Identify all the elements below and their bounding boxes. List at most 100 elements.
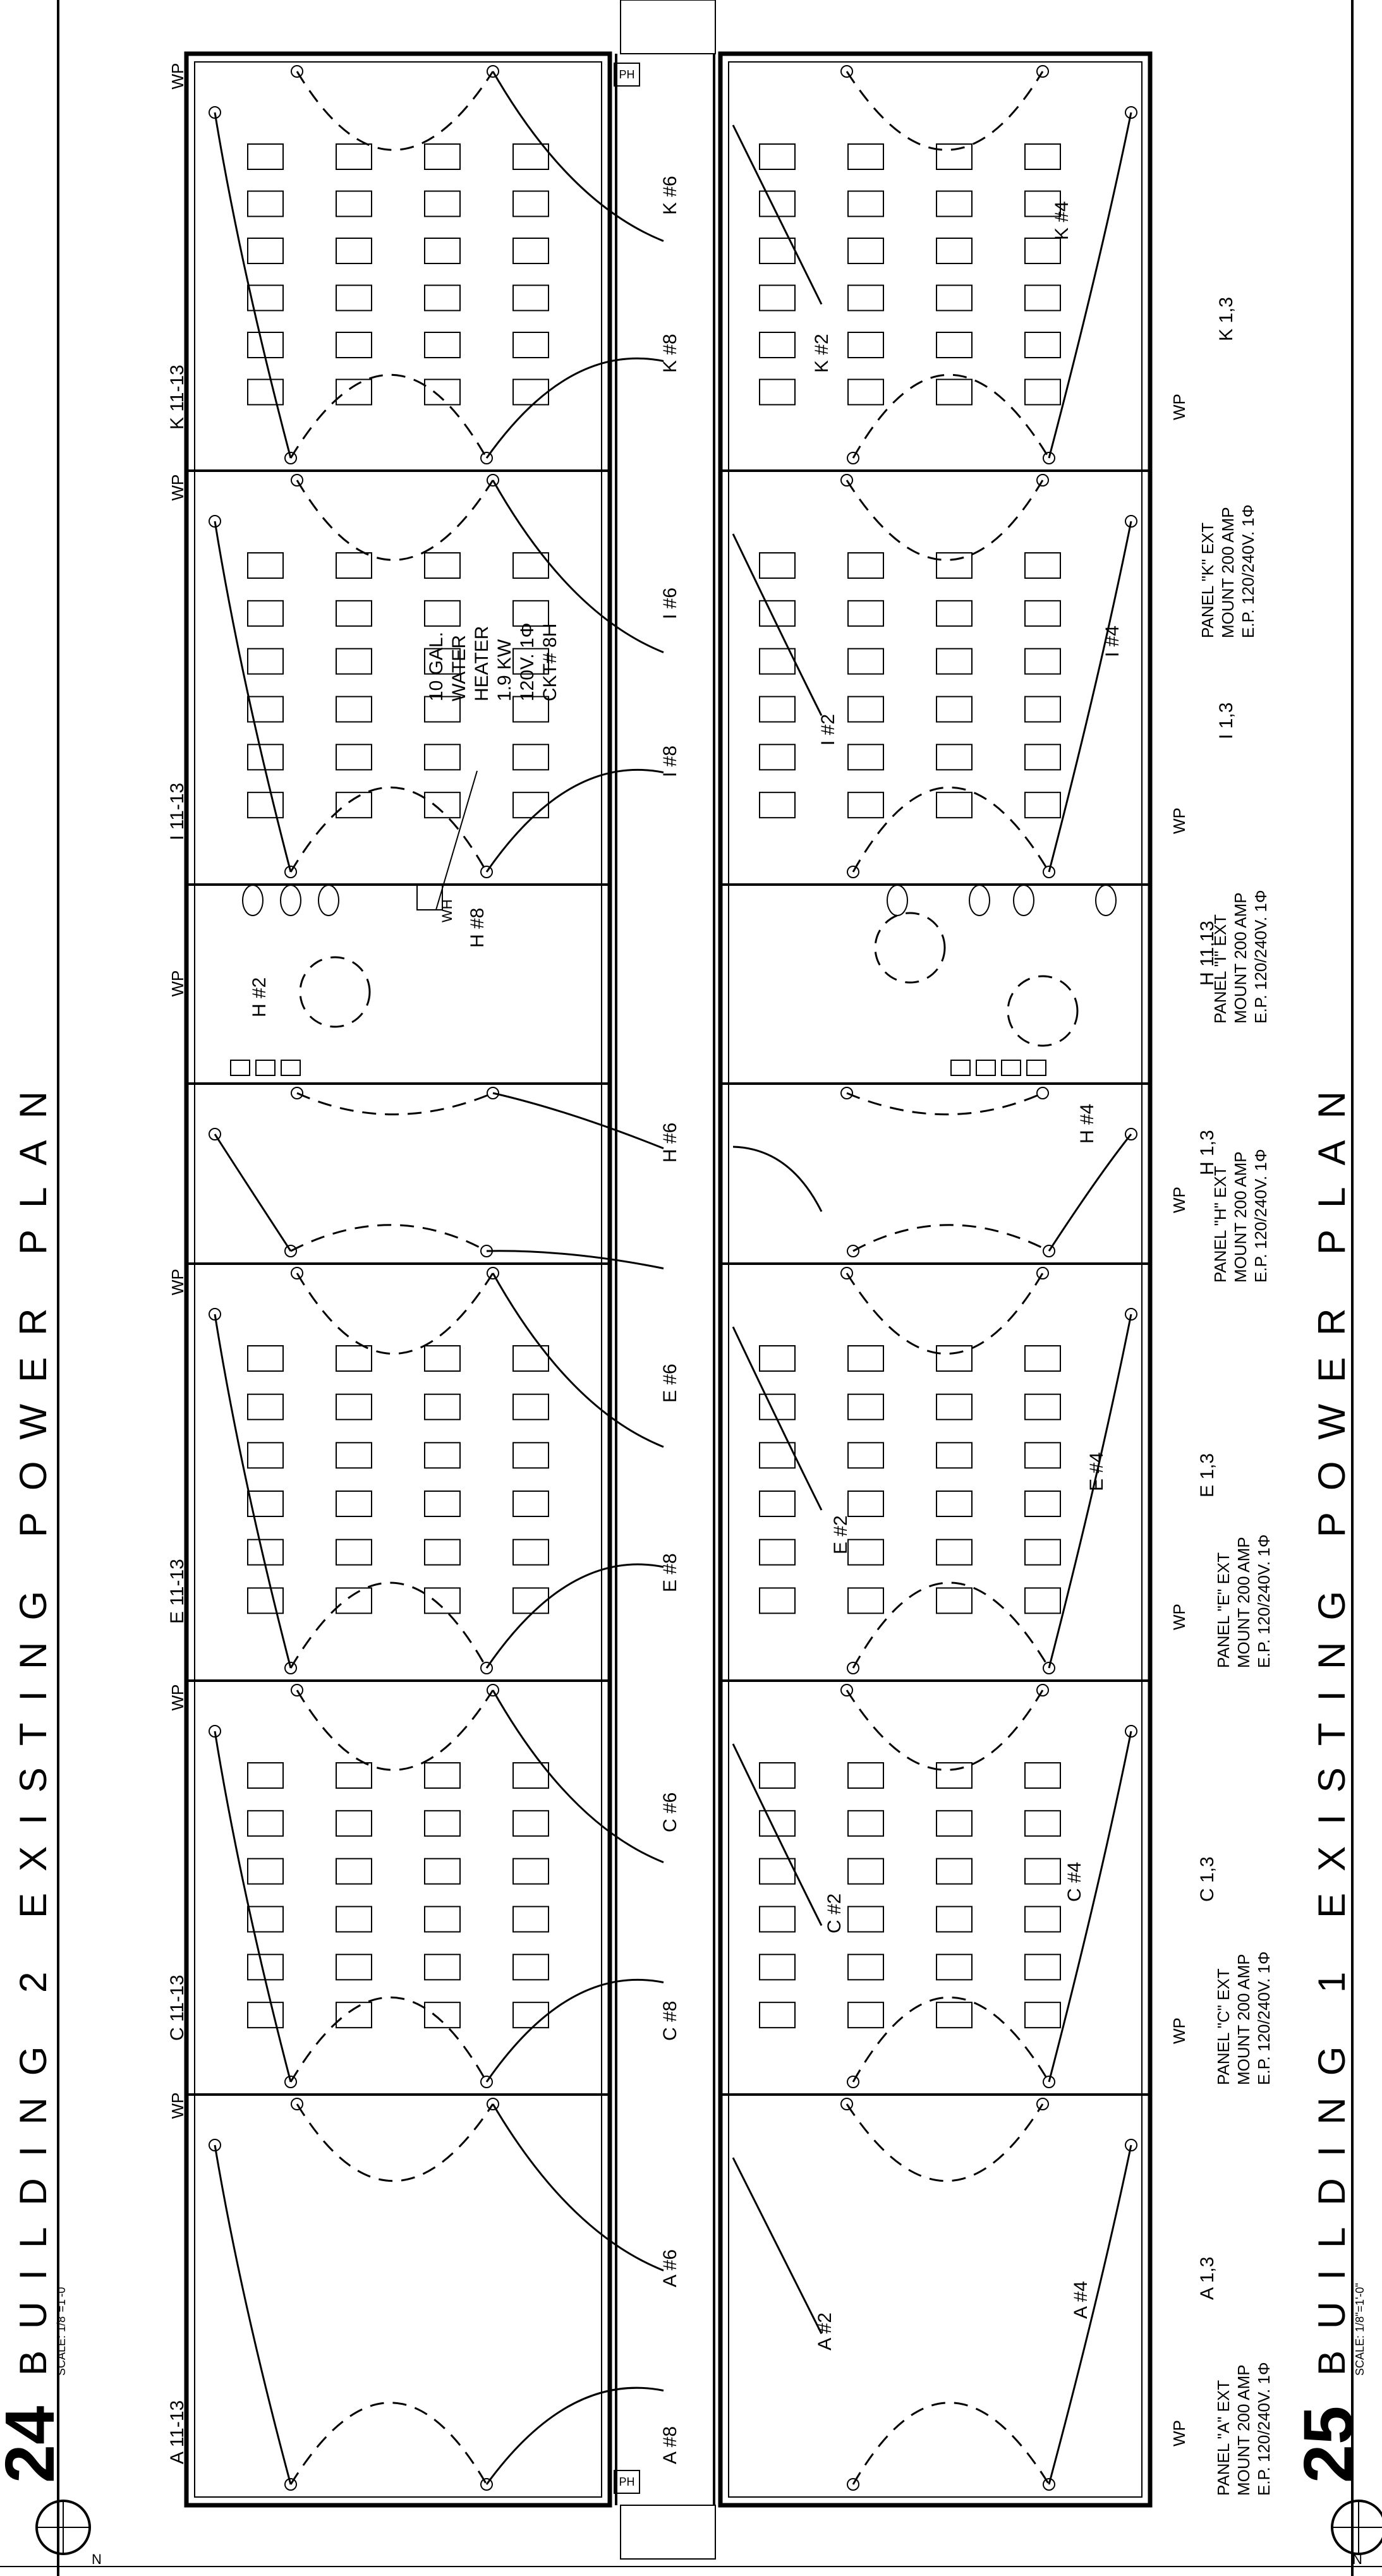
desk bbox=[1024, 2002, 1061, 2029]
toilet-symbol bbox=[969, 885, 990, 916]
circuit-dash-b2 bbox=[296, 2103, 494, 2182]
desk bbox=[759, 143, 796, 170]
wh-note-line-1: 10 GAL. bbox=[426, 632, 447, 701]
desk bbox=[847, 1539, 884, 1566]
desk bbox=[847, 1762, 884, 1789]
desk bbox=[512, 1858, 549, 1885]
desk bbox=[424, 1442, 461, 1469]
desk bbox=[759, 1491, 796, 1517]
desk bbox=[936, 648, 973, 675]
title-building-2: N 24 BUILDING 2 EXISTING POWER PLAN SCAL… bbox=[0, 1070, 102, 2567]
receptacle-symbol bbox=[284, 2076, 297, 2088]
home-run-label: K #4 bbox=[1052, 201, 1072, 240]
circuit-run-b1 bbox=[1048, 2144, 1132, 2485]
desk bbox=[936, 1345, 973, 1372]
receptacle-symbol bbox=[291, 1087, 303, 1099]
receptacle-symbol bbox=[209, 2139, 221, 2151]
receptacle-symbol bbox=[1125, 2139, 1137, 2151]
receptacle-symbol bbox=[1125, 1128, 1137, 1140]
receptacle-symbol bbox=[847, 452, 859, 464]
home-run-label: A 1,3 bbox=[1197, 2257, 1218, 2300]
wp-label-b1: WP bbox=[1170, 2420, 1189, 2446]
toilet-symbol bbox=[242, 885, 264, 916]
circuit-dash-b1 bbox=[852, 787, 1050, 873]
desk bbox=[512, 1954, 549, 1981]
receptacle-symbol bbox=[209, 1725, 221, 1738]
panel-note-line: MOUNT 200 AMP bbox=[1234, 2364, 1253, 2496]
desk bbox=[936, 1539, 973, 1566]
receptacle-symbol bbox=[291, 1267, 303, 1279]
home-run-label: H #4 bbox=[1077, 1104, 1098, 1144]
desk bbox=[247, 648, 284, 675]
desk bbox=[512, 552, 549, 579]
panel-note-line: E.P. 120/240V. 1Φ bbox=[1239, 504, 1258, 638]
toilet-symbol bbox=[887, 885, 908, 916]
wp-label-b2: WP bbox=[168, 2093, 187, 2119]
circuit-homerun-b1 bbox=[732, 533, 823, 717]
corridor-home-run-label: C #8 bbox=[660, 2001, 681, 2041]
desk bbox=[424, 1587, 461, 1614]
receptacle-symbol bbox=[480, 2076, 493, 2088]
circuit-dash-b1 bbox=[846, 1690, 1044, 1771]
lavatory-symbol bbox=[1026, 1060, 1046, 1076]
desk bbox=[847, 1906, 884, 1933]
desk bbox=[424, 1810, 461, 1837]
wp-label-b2: WP bbox=[168, 63, 187, 90]
desk bbox=[512, 284, 549, 311]
north-label-24: N bbox=[92, 2551, 102, 2567]
home-run-label: C #2 bbox=[824, 1894, 845, 1933]
desk bbox=[759, 284, 796, 311]
desk bbox=[247, 792, 284, 819]
desk bbox=[424, 792, 461, 819]
circuit-dash-b2 bbox=[290, 1224, 487, 1252]
desk bbox=[1024, 744, 1061, 771]
panel-note-line: E.P. 120/240V. 1Φ bbox=[1251, 1149, 1270, 1283]
receptacle-symbol bbox=[209, 1128, 221, 1140]
circuit-dash-b1 bbox=[852, 2402, 1050, 2485]
desk bbox=[759, 1762, 796, 1789]
desk bbox=[336, 1345, 372, 1372]
home-run-label: C 11-13 bbox=[167, 1974, 188, 2041]
circuit-dash-b1 bbox=[846, 1273, 1044, 1355]
desk bbox=[1024, 238, 1061, 264]
circuit-dash-b1 bbox=[852, 373, 1050, 459]
home-run-label: K 11-13 bbox=[167, 365, 188, 430]
circuit-homerun-b2 bbox=[485, 768, 664, 873]
desk bbox=[336, 1762, 372, 1789]
desk bbox=[512, 332, 549, 358]
desk bbox=[247, 1954, 284, 1981]
panel-note-line: E.P. 120/240V. 1Φ bbox=[1254, 2362, 1273, 2496]
receptacle-symbol bbox=[840, 1267, 853, 1279]
receptacle-symbol bbox=[284, 2478, 297, 2491]
desk bbox=[936, 1954, 973, 1981]
desk bbox=[936, 1858, 973, 1885]
home-run-label: H 1,3 bbox=[1197, 1130, 1218, 1175]
corridor-door-top bbox=[620, 0, 716, 54]
receptacle-symbol bbox=[487, 2098, 499, 2110]
receptacle-symbol bbox=[209, 515, 221, 528]
wp-label-b1: WP bbox=[1170, 394, 1189, 420]
circuit-homerun-b2 bbox=[492, 1092, 664, 1149]
desk bbox=[512, 600, 549, 627]
home-run-label: I 1,3 bbox=[1216, 703, 1237, 739]
circuit-run-b1 bbox=[1048, 521, 1132, 873]
home-run-label: E 1,3 bbox=[1197, 1453, 1218, 1497]
desk bbox=[512, 378, 549, 406]
corridor-home-run-label: I #6 bbox=[660, 588, 681, 619]
receptacle-symbol bbox=[840, 1684, 853, 1696]
receptacle-symbol bbox=[847, 2076, 859, 2088]
desk bbox=[936, 332, 973, 358]
desk bbox=[424, 1539, 461, 1566]
desk bbox=[847, 1954, 884, 1981]
desk bbox=[759, 600, 796, 627]
desk bbox=[1024, 1858, 1061, 1885]
desk bbox=[424, 143, 461, 170]
home-run-label: H #8 bbox=[467, 908, 488, 948]
desk bbox=[1024, 600, 1061, 627]
desk bbox=[1024, 552, 1061, 579]
desk bbox=[759, 1539, 796, 1566]
desk bbox=[512, 1539, 549, 1566]
receptacle-symbol bbox=[1043, 1662, 1055, 1674]
receptacle-symbol bbox=[1043, 2076, 1055, 2088]
